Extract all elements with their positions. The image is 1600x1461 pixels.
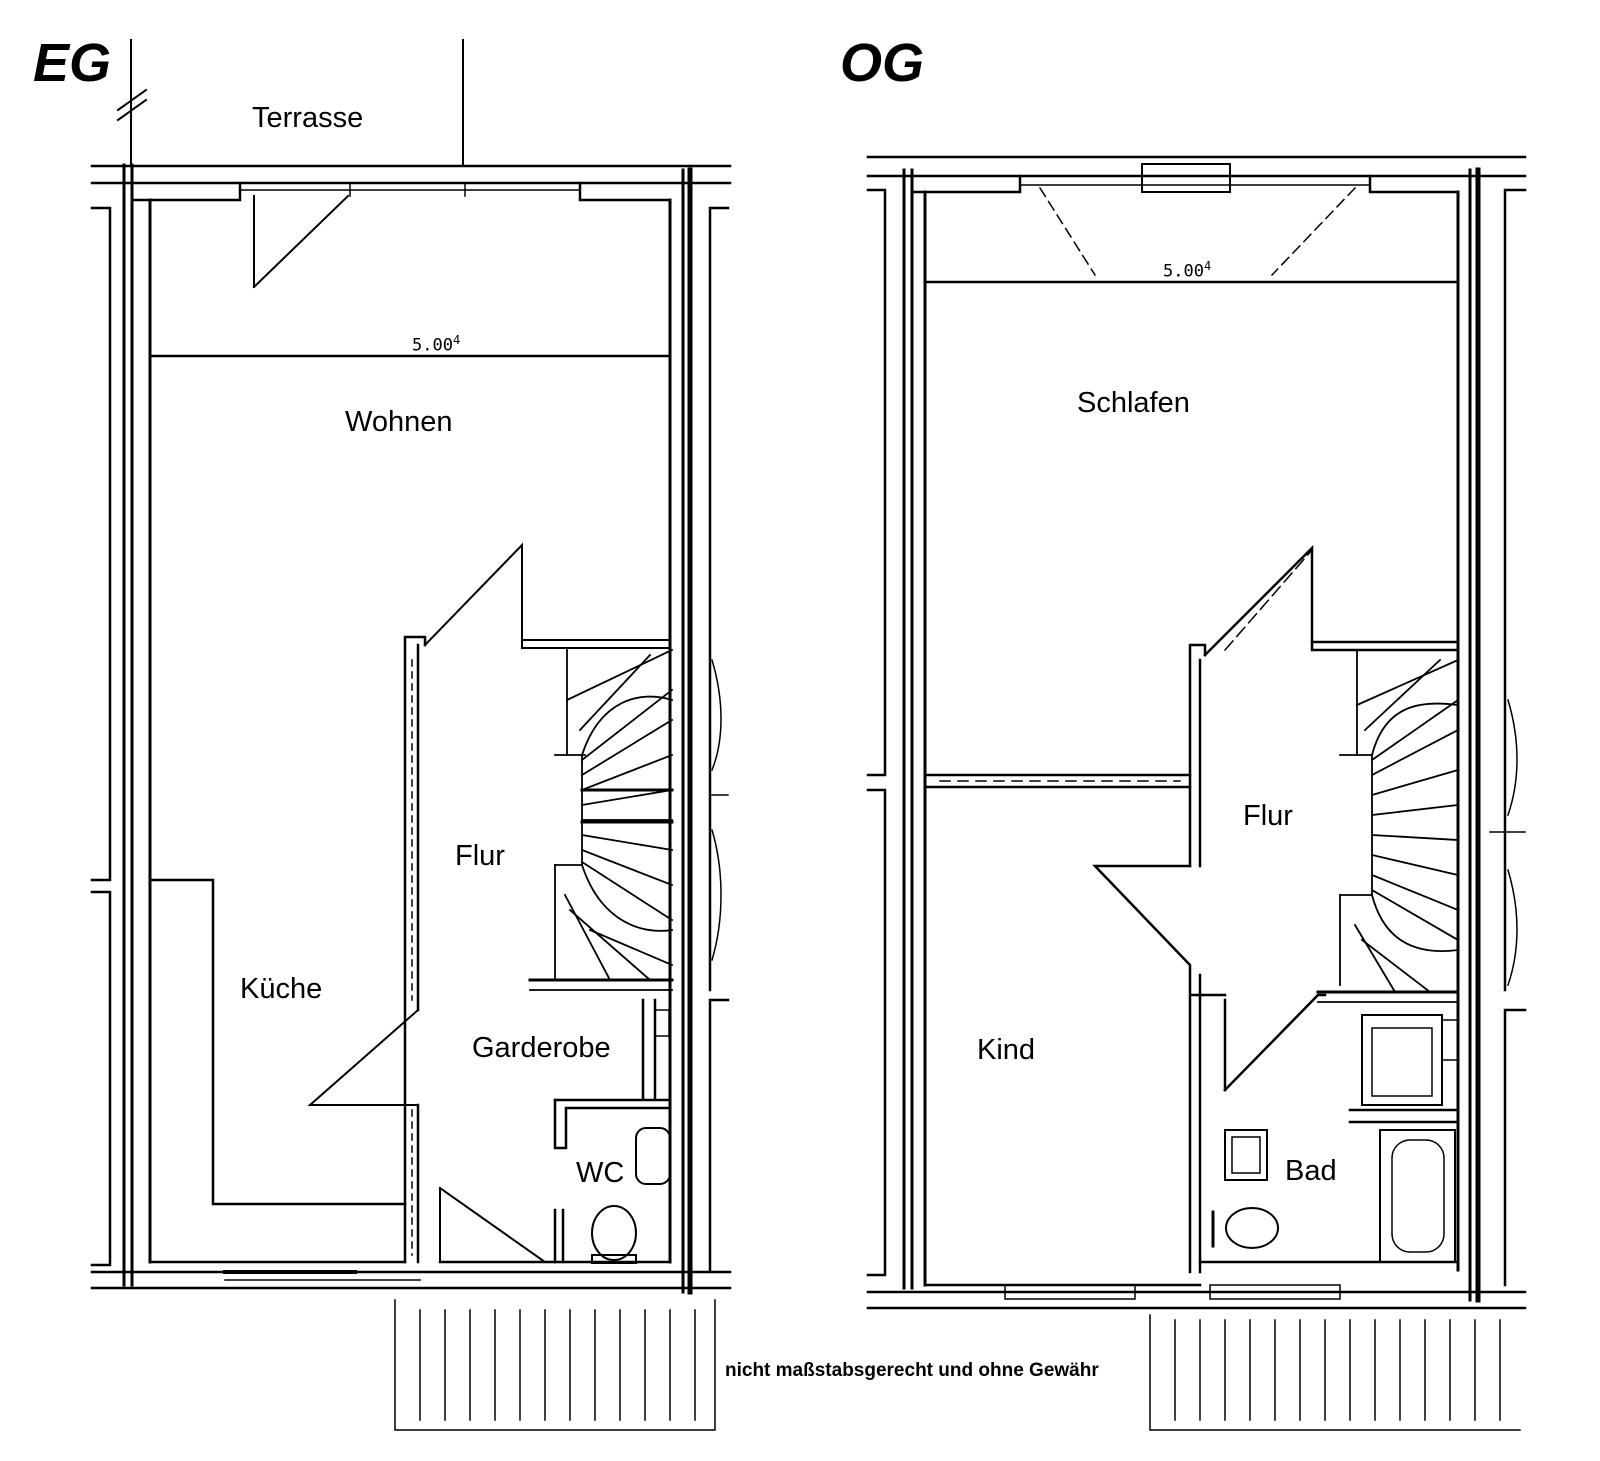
eg-wall-bottom — [92, 1262, 730, 1288]
disclaimer-note: nicht maßstabsgerecht und ohne Gewähr — [725, 1360, 1099, 1381]
og-wall-left — [868, 170, 925, 1288]
og-wall-bottom — [868, 1285, 1525, 1308]
room-label-kind: Kind — [977, 1034, 1036, 1066]
eg-neighbour-stair — [712, 660, 728, 960]
og-floor-title: OG — [840, 33, 925, 93]
room-label-bad: Bad — [1285, 1155, 1337, 1187]
eg-wall-top — [92, 40, 730, 200]
eg-wall-right — [670, 170, 728, 1292]
eg-wall-left — [124, 40, 150, 1285]
room-label-terrasse: Terrasse — [252, 102, 364, 134]
og-plan — [868, 157, 1525, 1430]
og-neighbour-stair — [1490, 700, 1525, 985]
room-label-schlafen: Schlafen — [1077, 387, 1190, 419]
eg-hall-walls — [405, 637, 425, 1262]
eg-break-mark — [118, 90, 146, 120]
eg-plan — [92, 40, 730, 1430]
room-label-eg-flur: Flur — [455, 840, 505, 872]
og-wall-top — [868, 157, 1525, 192]
eg-terrace-door — [254, 196, 348, 287]
eg-wc-room — [555, 1000, 670, 1263]
og-window-swings — [1040, 188, 1355, 275]
eg-staircase — [530, 650, 672, 990]
room-label-og-flur: Flur — [1243, 800, 1293, 832]
og-staircase — [1318, 650, 1458, 1002]
og-partitions — [925, 548, 1458, 1272]
og-bathroom — [1200, 1015, 1458, 1262]
og-wall-right — [1458, 170, 1525, 1300]
eg-hall-door — [310, 545, 670, 1262]
eg-front-slab — [395, 1300, 715, 1430]
room-label-wc: WC — [576, 1157, 625, 1189]
eg-dimension-label: 5.004 — [412, 333, 461, 356]
eg-floor-title: EG — [33, 33, 112, 93]
og-front-slab — [1150, 1315, 1520, 1430]
room-label-garderobe: Garderobe — [472, 1032, 611, 1064]
room-label-wohnen: Wohnen — [345, 406, 453, 438]
room-label-kueche: Küche — [240, 973, 323, 1005]
eg-neighbour-left — [92, 208, 110, 1265]
og-dimension-label: 5.004 — [1163, 259, 1212, 282]
eg-kitchen-outline — [150, 880, 405, 1204]
